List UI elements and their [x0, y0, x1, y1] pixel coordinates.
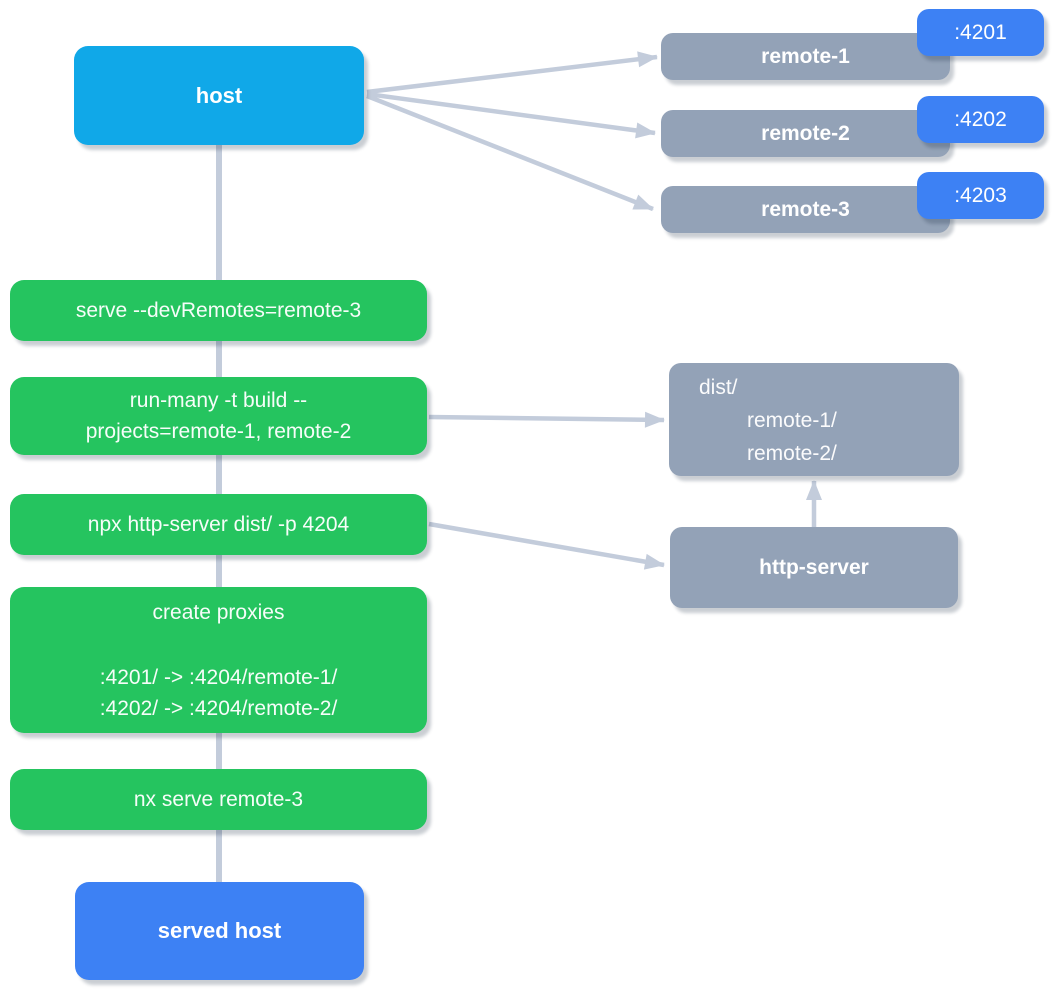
port-badge-4202: :4202 [917, 96, 1044, 143]
dist-child-remote-2: remote-2/ [747, 442, 837, 465]
remote-2-node: remote-2 [661, 110, 950, 157]
remote-1-node: remote-1 [661, 33, 950, 80]
command-create-proxies: create proxies :4201/ -> :4204/remote-1/… [10, 587, 427, 733]
proxy-mapping-2: :4202/ -> :4204/remote-2/ [99, 696, 338, 720]
port-badge-4201: :4201 [917, 9, 1044, 56]
command-serve-text: serve --devRemotes=remote-3 [75, 299, 362, 322]
served-host-node: served host [75, 882, 364, 980]
arrow-command-to-http-server [428, 521, 665, 570]
create-proxies-title: create proxies [152, 600, 285, 624]
command-nx-serve-remote-3: nx serve remote-3 [10, 769, 427, 830]
command-npx-http-server-text: npx http-server dist/ -p 4204 [87, 513, 350, 536]
proxy-mapping-1: :4201/ -> :4204/remote-1/ [99, 665, 338, 689]
arrow-host-to-remote-1 [366, 51, 658, 95]
remote-3-node: remote-3 [661, 186, 950, 233]
dist-child-remote-1: remote-1/ [747, 409, 837, 432]
host-node: host [74, 46, 364, 145]
command-npx-http-server: npx http-server dist/ -p 4204 [10, 494, 427, 555]
dist-folder-node: dist/ remote-1/ remote-2/ [669, 363, 959, 476]
arrow-host-to-remote-3 [366, 93, 654, 212]
command-serve-dev-remotes: serve --devRemotes=remote-3 [10, 280, 427, 341]
command-run-many-build: run-many -t build -- projects=remote-1, … [10, 377, 427, 455]
command-nx-serve-remote-3-text: nx serve remote-3 [133, 788, 304, 811]
command-build-line-2: projects=remote-1, remote-2 [85, 420, 352, 443]
dist-root-label: dist/ [699, 376, 738, 399]
port-badge-4203: :4203 [917, 172, 1044, 219]
arrow-host-to-remote-2 [366, 91, 656, 139]
arrow-build-to-dist [428, 411, 665, 428]
command-build-line-1: run-many -t build -- [129, 389, 308, 412]
http-server-node: http-server [670, 527, 958, 608]
